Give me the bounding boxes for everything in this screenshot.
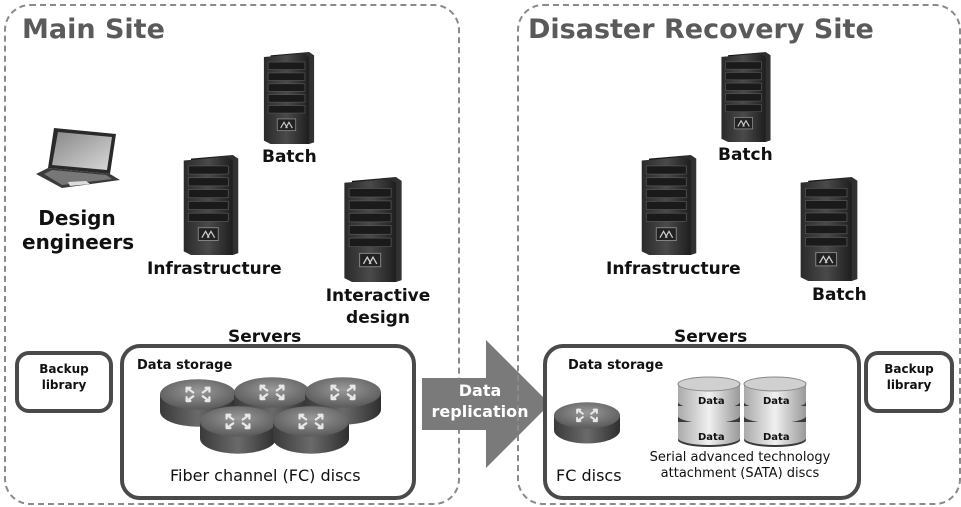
dr-batch-server-label: Batch xyxy=(718,145,773,165)
interactive-design-server-icon xyxy=(343,177,403,282)
sata-disc-label: Data xyxy=(698,432,725,443)
laptop-icon xyxy=(36,128,120,188)
infrastructure-server-label: Infrastructure xyxy=(147,259,282,279)
fc-discs-caption: Fiber channel (FC) discs xyxy=(170,466,361,485)
sata-disc-icon xyxy=(677,376,741,447)
batch-server-icon xyxy=(799,177,859,281)
main-site-region xyxy=(4,4,460,505)
main-site-title: Main Site xyxy=(22,14,165,45)
sata-disc-icon xyxy=(743,376,807,447)
sata-disc-label: Data xyxy=(698,396,725,407)
dr-fc-discs-caption: FC discs xyxy=(556,466,622,485)
dr-servers-caption: Servers xyxy=(674,327,748,347)
sata-disc-label: Data xyxy=(763,432,790,443)
dr-backup-library xyxy=(864,351,954,413)
interactive-design-server-label: Interactive design xyxy=(325,286,431,328)
infrastructure-server-icon xyxy=(182,155,240,255)
main-data-storage xyxy=(120,344,416,500)
dr-site-region xyxy=(517,4,961,505)
data-replication-label: Data replication xyxy=(431,381,529,421)
fc-disc-icon xyxy=(554,401,620,445)
batch-server-icon xyxy=(720,52,772,142)
main-data-storage-title: Data storage xyxy=(137,358,233,373)
main-backup-library xyxy=(15,351,113,413)
dr-backup-library-label: Backup library xyxy=(884,362,934,392)
sata-disc-label: Data xyxy=(763,396,790,407)
sata-discs-caption: Serial advanced technology attachment (S… xyxy=(649,450,831,481)
dr-site-title: Disaster Recovery Site xyxy=(528,14,874,45)
dr-data-storage-title: Data storage xyxy=(568,358,664,373)
main-backup-library-label: Backup library xyxy=(39,362,89,392)
infrastructure-server-icon xyxy=(640,155,698,255)
fc-disc-icon xyxy=(200,405,276,455)
design-engineers-label: Design engineers xyxy=(22,206,135,254)
main-servers-caption: Servers xyxy=(228,327,302,347)
fc-disc-icon xyxy=(273,405,349,455)
batch-server-label: Batch xyxy=(262,147,317,167)
dr-infrastructure-server-label: Infrastructure xyxy=(606,259,741,279)
dr-batch-server-label-2: Batch xyxy=(812,285,867,305)
batch-server-icon xyxy=(263,52,315,144)
